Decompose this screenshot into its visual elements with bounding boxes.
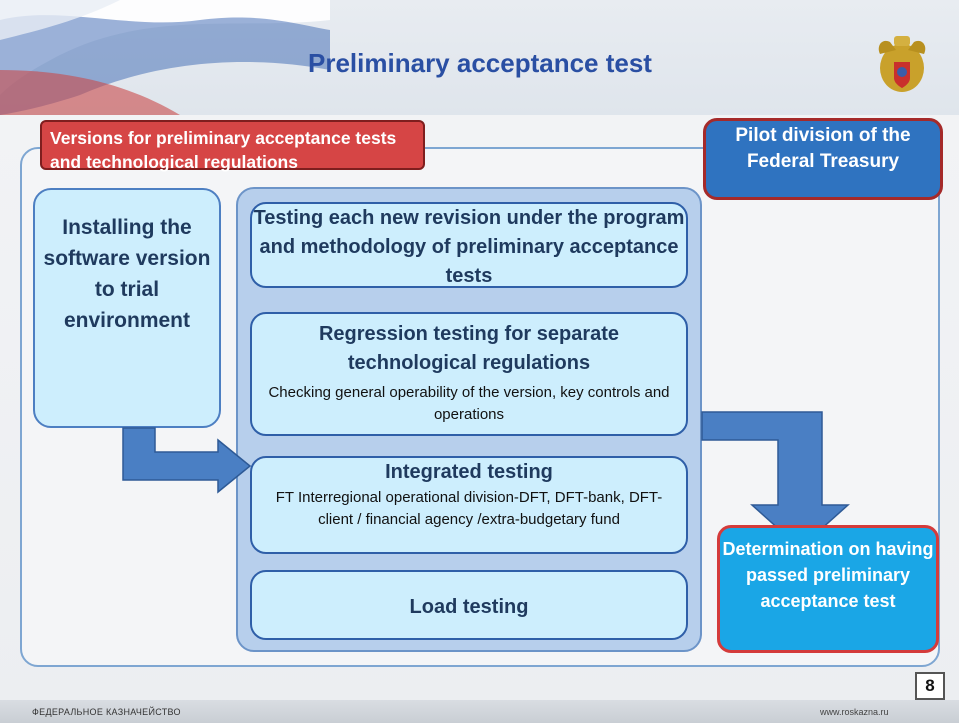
- pilot-division-label: Pilot division of the Federal Treasury: [703, 118, 943, 200]
- testing-step-heading: Load testing: [409, 596, 529, 618]
- testing-step-detail: Checking general operability of the vers…: [268, 384, 670, 423]
- arrow-to-testing: [122, 427, 252, 494]
- footer-organization: ФЕДЕРАЛЬНОЕ КАЗНАЧЕЙСТВО: [32, 707, 181, 717]
- testing-step-heading: Integrated testing: [385, 461, 553, 483]
- versions-label: Versions for preliminary acceptance test…: [40, 120, 425, 172]
- testing-step-revision: Testing each new revision under the prog…: [250, 202, 688, 288]
- page-number: 8: [915, 672, 945, 700]
- footer-bar: [0, 700, 959, 723]
- testing-step-load: Load testing: [250, 570, 688, 640]
- russian-flag-image: [0, 0, 330, 115]
- testing-step-regression: Regression testing for separate technolo…: [250, 312, 688, 436]
- testing-step-heading: Testing each new revision under the prog…: [253, 207, 685, 287]
- coat-of-arms-icon: [874, 32, 930, 96]
- testing-step-detail: FT Interregional operational division-DF…: [275, 489, 663, 528]
- footer-url: www.roskazna.ru: [820, 707, 889, 717]
- determination-box: Determination on having passed prelimina…: [717, 525, 939, 653]
- testing-step-heading: Regression testing for separate technolo…: [318, 323, 620, 374]
- testing-step-integrated: Integrated testing FT Interregional oper…: [250, 456, 688, 554]
- install-software-box: Installing the software version to trial…: [33, 188, 221, 428]
- page-title: Preliminary acceptance test: [308, 48, 652, 78]
